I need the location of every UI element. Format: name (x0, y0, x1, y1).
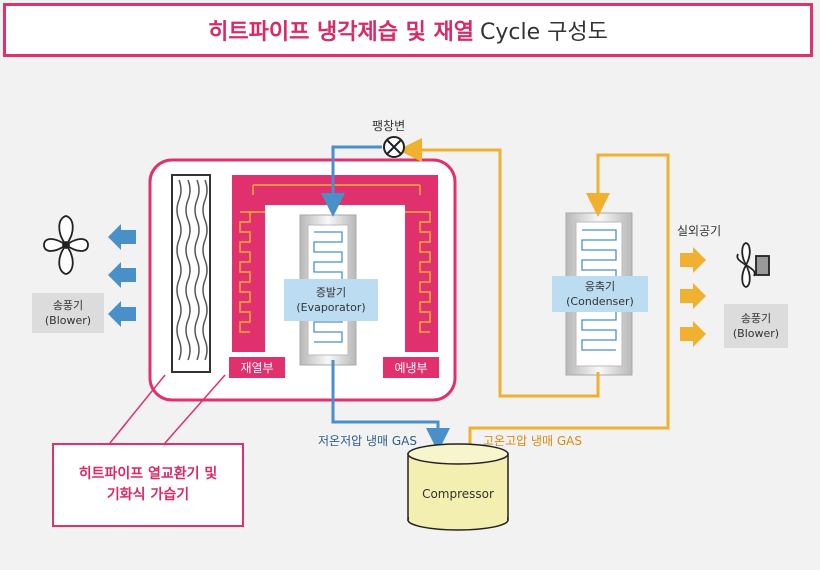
expansion-valve-icon (383, 136, 405, 158)
note-line-1: 히트파이프 열교환기 및 (78, 466, 218, 482)
flow-condenser-to-valve (398, 138, 600, 398)
right-blower-name: 송풍기 (740, 312, 772, 325)
condenser-label: 응축기 (Condenser) (552, 276, 648, 312)
evaporator-english: (Evaporator) (296, 301, 366, 314)
note-line-2: 기화식 가습기 (106, 487, 190, 503)
note-leader-lines (109, 374, 226, 444)
reheat-tag: 재열부 (229, 357, 285, 378)
low-pressure-gas-label: 저온저압 냉매 GAS (318, 434, 417, 448)
condenser-english: (Condenser) (566, 295, 634, 308)
heat-pipe-exchanger (171, 174, 211, 373)
left-fan-icon (43, 215, 89, 275)
right-blower-label: 송풍기 (Blower) (724, 304, 788, 348)
high-pressure-gas-label: 고온고압 냉매 GAS (483, 434, 582, 448)
heat-pipe-note-box: 히트파이프 열교환기 및 기화식 가습기 (52, 443, 244, 527)
right-blower-english: (Blower) (732, 327, 780, 340)
outdoor-air-label: 실외공기 (677, 224, 722, 238)
left-blower-english: (Blower) (44, 314, 92, 327)
right-airflow-arrows (680, 247, 706, 347)
condenser-name: 응축기 (584, 280, 616, 293)
compressor-label: Compressor (422, 487, 494, 501)
flow-valve-to-evaporator (321, 145, 382, 217)
left-airflow-arrows (108, 224, 136, 327)
precool-tag: 예냉부 (383, 357, 439, 378)
expansion-valve-label: 팽창변 (372, 119, 406, 133)
diagram-title: 히트파이프 냉각제습 및 재열 Cycle 구성도 (3, 3, 813, 57)
evaporator-name: 증발기 (315, 286, 347, 299)
left-blower-label: 송풍기 (Blower) (32, 293, 104, 333)
left-blower-name: 송풍기 (52, 299, 84, 312)
flow-compressor-to-condenser (468, 153, 670, 450)
compressor-icon (407, 443, 509, 531)
title-highlight: 히트파이프 냉각제습 및 재열 (208, 20, 474, 45)
evaporator-label: 증발기 (Evaporator) (284, 279, 378, 321)
heat-pipe-coil (239, 184, 431, 333)
flow-evaporator-to-compressor (331, 360, 450, 452)
title-rest: Cycle 구성도 (480, 20, 608, 45)
right-fan-icon (736, 242, 770, 288)
